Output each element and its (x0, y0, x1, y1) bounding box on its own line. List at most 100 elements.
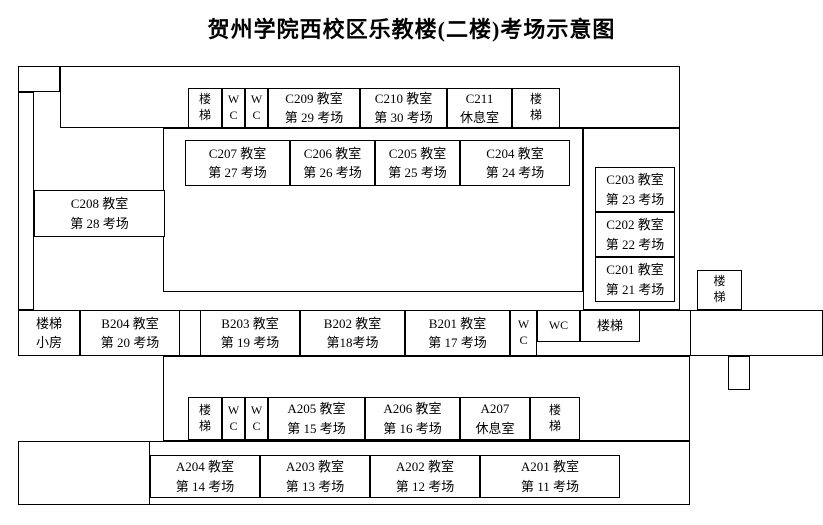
room-label-line: 梯 (548, 418, 561, 433)
room-label-line: B202 教室 (323, 315, 382, 331)
room-c206: C206 教室 第 26 考场 (290, 140, 375, 186)
room-label-line: 第 29 考场 (284, 110, 344, 125)
room-label-line: A202 教室 (395, 459, 455, 474)
room-label-line: 梯 (198, 418, 211, 433)
wc-mid-1: W C (510, 310, 537, 356)
room-label-line: 梯 (198, 108, 211, 122)
room-label-line: 第 17 考场 (428, 335, 487, 350)
room-label-line: C206 教室 (303, 145, 362, 161)
room-label-line: C (519, 333, 528, 347)
room-label-line: WC (548, 318, 569, 333)
room-label-line: C207 教室 (208, 145, 267, 161)
room-c207: C207 教室 第 27 考场 (185, 140, 290, 186)
room-label-line: A201 教室 (520, 459, 580, 474)
room-label-line: 第 13 考场 (285, 478, 345, 494)
room-label-line: A205 教室 (287, 401, 346, 416)
room-a205: A205 教室 第 15 考场 (268, 397, 365, 440)
room-a204: A204 教室 第 14 考场 (150, 455, 260, 498)
wc-low-2: W C (245, 397, 268, 440)
room-b202: B202 教室 第18考场 (300, 310, 405, 356)
wc-top-1: W C (222, 88, 245, 128)
outline-top-left-box (18, 66, 60, 92)
room-label-line: C202 教室 (606, 217, 664, 232)
room-label-line: W (227, 402, 240, 417)
room-label-line: 楼 (548, 402, 561, 417)
room-label-line: 楼 (198, 92, 211, 107)
room-c202: C202 教室 第 22 考场 (595, 212, 675, 257)
room-label-line: 楼梯 (35, 315, 62, 331)
outline-left-strip (18, 92, 34, 310)
room-a207: A207 休息室 (460, 397, 530, 440)
stairs-top-left: 楼 梯 (188, 88, 222, 128)
room-label-line: 第 15 考场 (287, 420, 346, 436)
room-label-line: C208 教室 (70, 196, 129, 211)
room-label-line: W (227, 92, 240, 107)
room-c203: C203 教室 第 23 考场 (595, 167, 675, 212)
room-a203: A203 教室 第 13 考场 (260, 455, 370, 498)
room-label-line: 楼 (713, 274, 726, 289)
stairs-low-right: 楼 梯 (530, 397, 580, 440)
outline-bottom-left-room (18, 441, 150, 505)
room-c211: C211 休息室 (447, 88, 512, 128)
room-label-line: C201 教室 (606, 262, 664, 277)
room-b204: B204 教室 第 20 考场 (80, 310, 180, 356)
room-c204: C204 教室 第 24 考场 (460, 140, 570, 186)
room-label-line: C (252, 108, 261, 122)
room-c209: C209 教室 第 29 考场 (268, 88, 360, 128)
room-label-line: 第 27 考场 (208, 165, 267, 180)
stairs-low-left: 楼 梯 (188, 397, 222, 440)
room-label-line: W (250, 402, 263, 417)
room-label-line: 休息室 (459, 110, 499, 125)
room-label-line: 第 11 考场 (520, 478, 580, 494)
room-label-line: 第 16 考场 (383, 420, 442, 436)
room-label-line: C205 教室 (388, 145, 447, 161)
room-label-line: W (250, 92, 263, 107)
room-label-line: 第 25 考场 (388, 165, 447, 180)
room-label-line: 第 21 考场 (605, 281, 665, 297)
wc-mid-2: WC (537, 310, 580, 342)
room-label-line: 第18考场 (326, 335, 379, 350)
room-label-line: 第 24 考场 (485, 165, 545, 180)
outline-middle-corridor-right (690, 310, 823, 356)
room-label-line: 第 22 考场 (605, 236, 665, 252)
room-c201: C201 教室 第 21 考场 (595, 257, 675, 302)
room-c205: C205 教室 第 25 考场 (375, 140, 460, 186)
room-label-line: A203 教室 (285, 459, 345, 474)
room-label-line: C203 教室 (606, 172, 664, 187)
room-label-line: C209 教室 (285, 90, 343, 106)
room-label-line: W (517, 317, 530, 332)
room-label-line: 第 30 考场 (374, 110, 433, 125)
room-label-line: 楼梯 (596, 318, 623, 334)
room-label-line: B204 教室 (101, 315, 159, 331)
room-label-line: B201 教室 (428, 315, 487, 331)
room-label-line: C204 教室 (486, 145, 544, 161)
room-label-line: B203 教室 (221, 315, 279, 331)
room-label-line: 楼 (198, 402, 211, 417)
room-label-line: 休息室 (475, 420, 515, 436)
room-a201: A201 教室 第 11 考场 (480, 455, 620, 498)
wc-low-1: W C (222, 397, 245, 440)
page-title: 贺州学院西校区乐教楼(二楼)考场示意图 (207, 17, 616, 42)
room-label-line: 梯 (529, 108, 542, 122)
room-a202: A202 教室 第 12 考场 (370, 455, 480, 498)
stairs-top-right: 楼 梯 (512, 88, 560, 128)
room-b201: B201 教室 第 17 考场 (405, 310, 510, 356)
outline-lower-corridor (163, 356, 690, 441)
room-label-line: 第 14 考场 (175, 478, 235, 494)
room-label-line: A206 教室 (383, 401, 442, 416)
room-label-line: C211 (465, 90, 494, 106)
room-label-line: 梯 (713, 290, 726, 304)
room-label-line: 第 12 考场 (395, 478, 455, 494)
room-label-line: C (252, 418, 261, 433)
stairs-small-room: 楼梯 小房 (18, 310, 80, 356)
room-label-line: 第 19 考场 (220, 335, 280, 350)
room-label-line: 楼 (529, 92, 542, 107)
room-label-line: 第 28 考场 (70, 215, 129, 231)
wc-top-2: W C (245, 88, 268, 128)
room-label-line: C (229, 418, 238, 433)
room-label-line: 第 23 考场 (605, 191, 665, 207)
room-label-line: C (229, 108, 238, 122)
room-label-line: A207 (480, 401, 510, 416)
room-label-line: 小房 (35, 335, 62, 350)
room-a206: A206 教室 第 16 考场 (365, 397, 460, 440)
